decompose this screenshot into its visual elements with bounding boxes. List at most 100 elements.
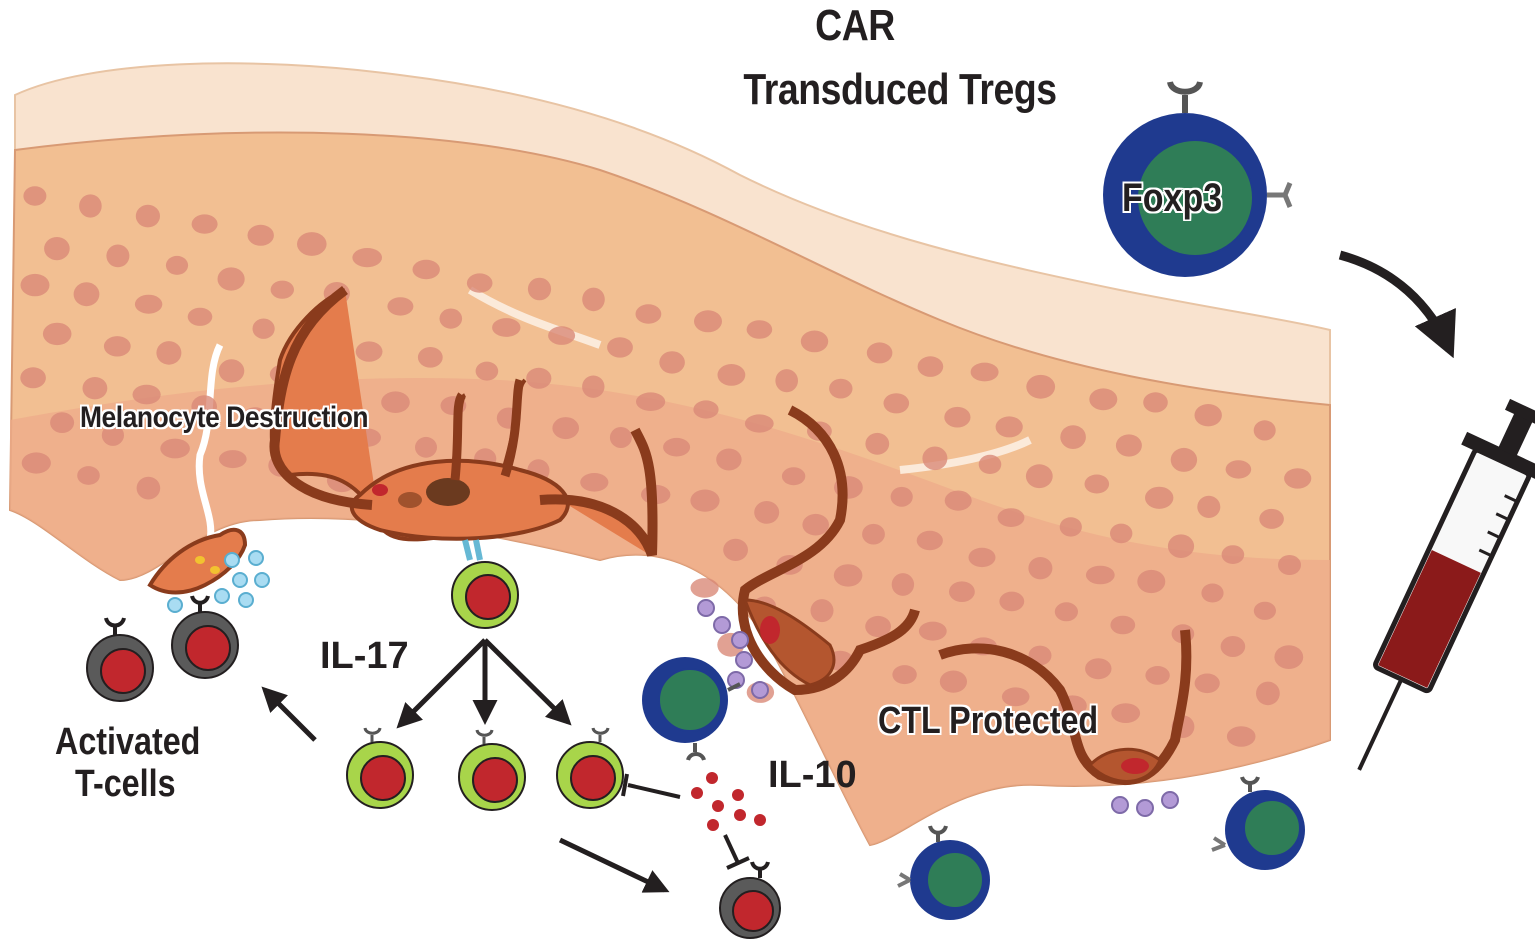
keratinocyte-nucleus xyxy=(1060,425,1086,449)
keratinocyte-nucleus xyxy=(1225,460,1252,479)
car-receptor-top-icon xyxy=(1167,80,1203,113)
keratinocyte-nucleus xyxy=(20,273,50,297)
title-line2: Transduced Tregs xyxy=(743,65,1057,114)
keratinocyte-nucleus xyxy=(218,359,245,383)
keratinocyte-nucleus xyxy=(219,450,247,469)
keratinocyte-nucleus xyxy=(1110,523,1133,544)
th17-cell-b xyxy=(458,729,526,811)
keratinocyte-nucleus xyxy=(1226,726,1256,747)
keratinocyte-nucleus xyxy=(439,308,463,329)
keratinocyte-nucleus xyxy=(607,337,633,358)
keratinocyte-nucleus xyxy=(247,224,274,246)
keratinocyte-nucleus xyxy=(1259,508,1284,529)
keratinocyte-nucleus xyxy=(1167,534,1195,558)
keratinocyte-nucleus xyxy=(1059,517,1082,537)
damaged-melanocyte xyxy=(147,527,248,595)
keratinocyte-nucleus xyxy=(156,341,182,365)
keratinocyte-nucleus xyxy=(775,369,798,393)
keratinocyte-nucleus xyxy=(23,186,47,206)
ctl-cell-c xyxy=(719,861,781,939)
keratinocyte-nucleus xyxy=(77,466,100,485)
car-treg-cell-top xyxy=(1103,80,1293,277)
th17-cell-c xyxy=(556,727,624,809)
keratinocyte-nucleus xyxy=(136,476,161,500)
keratinocyte-nucleus xyxy=(968,547,996,568)
antigen-hexagons xyxy=(697,599,1179,817)
keratinocyte-nucleus xyxy=(242,407,268,427)
il10-dots xyxy=(691,772,766,831)
keratinocyte-nucleus xyxy=(865,615,891,638)
keratinocyte-nucleus xyxy=(1054,602,1078,622)
keratinocyte-nucleus xyxy=(1115,434,1142,457)
activated-tcells-line1: Activated xyxy=(55,721,201,763)
curved-arrow-to-syringe xyxy=(1338,250,1456,359)
keratinocyte-nucleus xyxy=(165,255,189,275)
keratinocyte-nucleus xyxy=(997,508,1025,527)
keratinocyte-nucleus xyxy=(1278,555,1301,575)
keratinocyte-nucleus xyxy=(1111,703,1141,723)
il10-label: IL-10 xyxy=(768,754,857,796)
syringe-icon xyxy=(1357,398,1535,771)
keratinocyte-nucleus xyxy=(1089,388,1118,411)
keratinocyte-nucleus xyxy=(297,232,327,256)
keratinocyte-nucleus xyxy=(1253,601,1276,620)
keratinocyte-nucleus xyxy=(106,244,130,268)
keratinocyte-nucleus xyxy=(949,581,975,602)
keratinocyte-nucleus xyxy=(944,490,972,511)
keratinocyte-nucleus xyxy=(918,621,947,641)
dendrite-right xyxy=(539,427,658,557)
keratinocyte-nucleus xyxy=(1197,495,1221,518)
cytokine-dots-blue xyxy=(167,550,270,613)
keratinocyte-nucleus xyxy=(690,489,720,512)
keratinocyte-nucleus xyxy=(829,378,853,399)
keratinocyte-nucleus xyxy=(134,294,163,314)
keratinocyte-nucleus xyxy=(892,665,917,685)
keratinocyte-nucleus xyxy=(781,467,806,486)
dendrite-up-b xyxy=(500,378,525,478)
activated-t-cells xyxy=(86,595,781,939)
dendrite-up-a xyxy=(450,392,466,481)
keratinocyte-nucleus xyxy=(21,452,51,474)
keratinocyte-nucleus xyxy=(270,280,294,299)
il17-arrows xyxy=(261,638,670,893)
keratinocyte-nucleus xyxy=(132,384,161,405)
keratinocyte-nucleus xyxy=(580,473,609,492)
keratinocyte-nucleus xyxy=(79,194,102,218)
keratinocyte-nucleus xyxy=(191,214,218,234)
keratinocyte-nucleus xyxy=(865,432,890,455)
keratinocyte-nucleus xyxy=(191,395,217,419)
keratinocyte-nucleus xyxy=(891,573,915,596)
keratinocyte-nucleus xyxy=(883,393,910,414)
keratinocyte-nucleus xyxy=(582,375,605,398)
keratinocyte-nucleus xyxy=(659,351,685,374)
th17-cell-central xyxy=(451,539,519,629)
activated-tcells-line2: T-cells xyxy=(75,763,176,805)
keratinocyte-nucleus xyxy=(866,342,893,364)
keratinocyte-nucleus xyxy=(548,326,576,345)
keratinocyte-nucleus xyxy=(1170,447,1198,472)
keratinocyte-nucleus xyxy=(475,361,499,381)
foxp3-label: Foxp3 xyxy=(1122,176,1223,220)
keratinocyte-nucleus xyxy=(1143,392,1168,413)
th17-daughter-cells xyxy=(346,727,624,811)
keratinocyte-nucleus xyxy=(492,318,521,337)
keratinocyte-nucleus xyxy=(716,448,742,471)
ctl-cell-b xyxy=(171,595,239,679)
tcr-receptor-icon xyxy=(462,539,483,561)
keratinocyte-nucleus xyxy=(252,318,275,339)
melanocyte-left xyxy=(269,285,658,557)
keratinocyte-nucleus xyxy=(1110,615,1136,635)
keratinocyte-nucleus xyxy=(916,530,943,551)
inhibition-lines xyxy=(621,773,750,870)
basal-layer xyxy=(10,378,1330,845)
keratinocyte-nucleus xyxy=(802,513,829,536)
keratinocyte-nucleus xyxy=(42,322,72,346)
keratinocyte-nucleus xyxy=(73,282,100,307)
keratinocyte-nucleus xyxy=(352,248,383,268)
keratinocyte-nucleus xyxy=(1145,486,1174,509)
keratinocyte-nucleus xyxy=(1028,557,1053,580)
keratinocyte-nucleus xyxy=(995,416,1023,438)
keratinocyte-nucleus xyxy=(694,310,722,333)
